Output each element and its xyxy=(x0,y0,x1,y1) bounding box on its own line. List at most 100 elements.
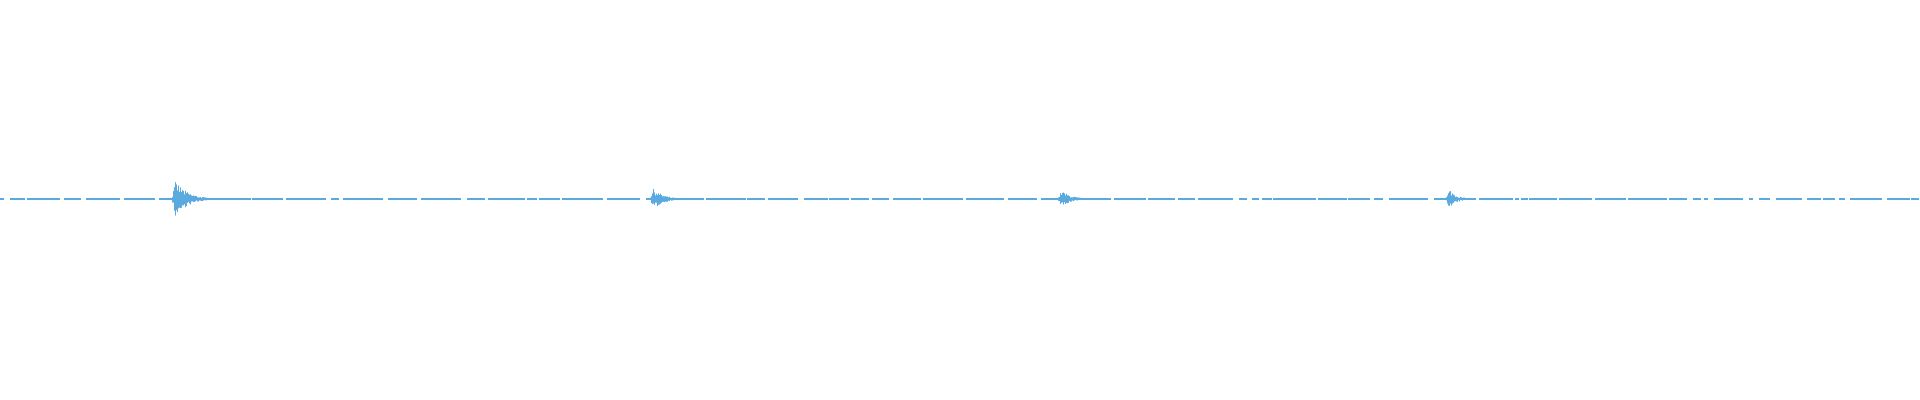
waveform-sample xyxy=(683,198,684,200)
waveform-burst-2 xyxy=(650,189,690,207)
waveform-sample xyxy=(660,193,661,204)
waveform-sample xyxy=(1457,197,1458,202)
waveform-sample xyxy=(1454,195,1455,202)
waveform-sample xyxy=(1464,197,1465,200)
waveform-sample xyxy=(1458,197,1459,201)
waveform-sample xyxy=(214,198,215,200)
waveform-sample xyxy=(208,198,209,200)
waveform-sample xyxy=(1082,198,1083,201)
waveform-sample xyxy=(198,197,199,202)
waveform-sample xyxy=(202,197,203,202)
waveform-burst-1 xyxy=(172,182,222,216)
waveform-sample xyxy=(1086,198,1087,200)
waveform-sample xyxy=(1079,197,1080,201)
waveform-sample xyxy=(659,194,660,205)
waveform-sample xyxy=(664,196,665,203)
waveform-sample xyxy=(1058,197,1059,201)
waveform-sample xyxy=(680,198,681,200)
waveform-sample xyxy=(194,196,195,202)
waveform-sample xyxy=(651,196,652,203)
waveform-sample xyxy=(1449,191,1450,206)
waveform-sample xyxy=(655,195,656,203)
waveform-sample xyxy=(206,197,207,201)
waveform-sample xyxy=(180,187,181,209)
waveform-sample xyxy=(1096,198,1097,200)
waveform-sample xyxy=(1463,197,1464,200)
waveform-sample xyxy=(1081,197,1082,201)
waveform-sample xyxy=(174,187,175,211)
waveform-sample xyxy=(1062,192,1063,203)
waveform-sample xyxy=(652,193,653,205)
waveform-burst-3 xyxy=(1058,192,1098,205)
waveform-sample xyxy=(177,190,178,213)
waveform-sample xyxy=(1078,197,1079,200)
waveform-sample xyxy=(1067,195,1068,204)
waveform-sample xyxy=(1456,196,1457,202)
waveform-sample xyxy=(203,197,204,201)
waveform-sample xyxy=(218,198,219,200)
waveform-sample xyxy=(656,193,657,203)
waveform-sample xyxy=(197,197,198,202)
waveform-sample xyxy=(650,197,651,201)
waveform-sample xyxy=(1093,198,1094,200)
waveform-sample xyxy=(217,198,218,200)
waveform-sample xyxy=(1471,198,1472,200)
waveform-sample xyxy=(195,195,196,202)
waveform-sample xyxy=(661,195,662,203)
waveform-sample xyxy=(1073,196,1074,202)
waveform-sample xyxy=(1074,196,1075,201)
waveform-baseline xyxy=(0,198,1919,200)
waveform-sample xyxy=(674,198,675,200)
waveform-sample xyxy=(1089,198,1090,200)
waveform-sample xyxy=(216,198,217,200)
waveform-sample xyxy=(210,198,211,201)
waveform-sample xyxy=(215,198,216,200)
waveform-sample xyxy=(653,189,654,204)
waveform-sample xyxy=(1455,196,1456,202)
waveform-sample xyxy=(1469,198,1470,200)
waveform-sample xyxy=(1087,198,1088,200)
waveform-sample xyxy=(1097,198,1098,200)
waveform-sample xyxy=(666,196,667,202)
waveform-sample xyxy=(220,198,221,200)
waveform-sample xyxy=(667,196,668,202)
waveform-sample xyxy=(676,197,677,200)
waveform-sample xyxy=(679,198,680,200)
waveform-sample xyxy=(654,192,655,205)
waveform-sample xyxy=(1090,198,1091,200)
waveform-sample xyxy=(1461,197,1462,201)
waveform-sample xyxy=(1091,198,1092,200)
waveform-sample xyxy=(196,196,197,201)
waveform-sample xyxy=(1064,193,1065,203)
waveform-sample xyxy=(1083,198,1084,200)
waveform-sample xyxy=(1473,198,1474,200)
waveform-sample xyxy=(201,197,202,201)
waveform-sample xyxy=(1447,195,1448,204)
waveform-sample xyxy=(684,198,685,200)
waveform-sample xyxy=(677,198,678,200)
waveform-sample xyxy=(1072,197,1073,201)
waveform-sample xyxy=(657,194,658,207)
waveform-sample xyxy=(673,197,674,201)
waveform-sample xyxy=(685,198,686,200)
waveform-sample xyxy=(671,197,672,201)
waveform-sample xyxy=(1450,191,1451,204)
waveform-sample xyxy=(204,197,205,200)
waveform-sample xyxy=(669,196,670,202)
waveform-sample xyxy=(211,198,212,200)
waveform-sample xyxy=(1094,198,1095,200)
waveform-sample xyxy=(662,196,663,202)
waveform-sample xyxy=(193,195,194,203)
waveform-sample xyxy=(1460,196,1461,201)
waveform-sample xyxy=(1452,193,1453,204)
waveform-sample xyxy=(678,198,679,200)
waveform-sample xyxy=(675,197,676,200)
waveform-sample xyxy=(1468,198,1469,200)
waveform-sample xyxy=(1451,195,1452,206)
waveform-sample xyxy=(1085,198,1086,200)
waveform-burst-4 xyxy=(1446,191,1476,206)
waveform-sample xyxy=(1474,198,1475,200)
waveform-sample xyxy=(175,182,176,216)
waveform-sample xyxy=(212,198,213,200)
